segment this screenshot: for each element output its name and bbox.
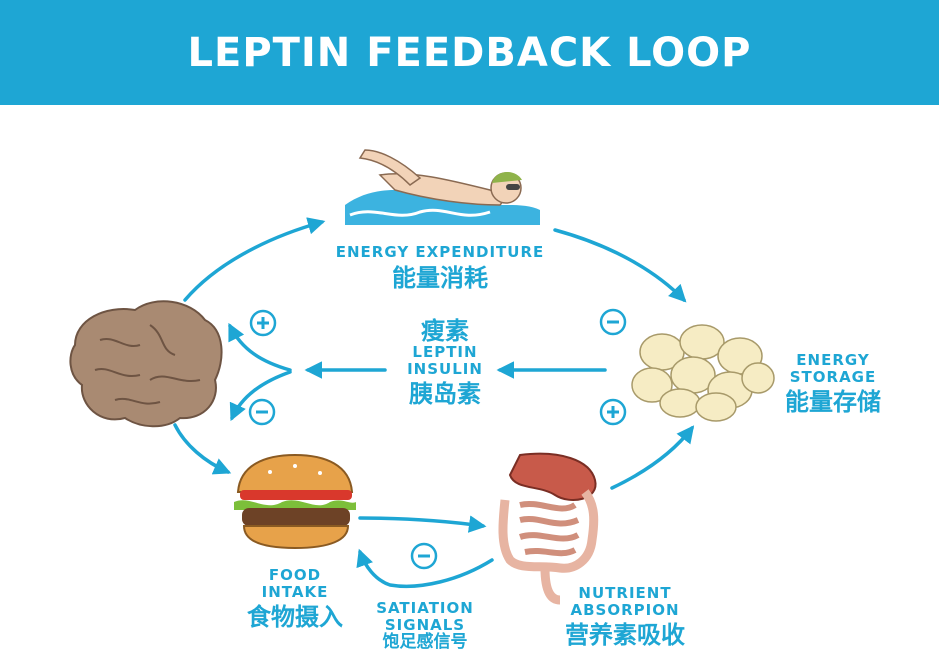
- fat-cells-icon: [631, 324, 775, 422]
- label-energy-expenditure-zh: 能量消耗: [392, 263, 488, 292]
- label-nutrient-absorption: NUTRIENT ABSORPION 营养素吸收: [540, 585, 710, 648]
- label-satiation-en-1: SATIATION: [376, 599, 474, 617]
- label-nutrient-absorption-en-2: ABSORPION: [570, 600, 680, 619]
- arrow-satiation-to-food: [356, 548, 494, 589]
- sign-plus-brain: [249, 309, 277, 337]
- arrow-absorption-to-storage: [610, 425, 695, 490]
- label-food-intake: FOOD INTAKE 食物摄入: [225, 567, 365, 630]
- arrow-brain-to-expenditure: [183, 217, 326, 302]
- sign-minus-satiation: [410, 542, 438, 570]
- label-food-intake-en-1: FOOD: [268, 566, 322, 584]
- label-center-zh-top: 瘦素: [421, 317, 469, 345]
- label-energy-expenditure: ENERGY EXPENDITURE 能量消耗: [310, 244, 570, 291]
- label-food-intake-en-2: INTAKE: [261, 582, 329, 601]
- label-energy-storage-en-2: STORAGE: [789, 367, 877, 386]
- sign-minus-storage: [599, 308, 627, 336]
- arrow-brain-to-food: [173, 423, 232, 475]
- label-satiation: SATIATION SIGNALS 饱足感信号: [360, 600, 490, 652]
- label-energy-expenditure-en: ENERGY EXPENDITURE: [335, 243, 545, 261]
- swimmer-icon: [345, 149, 540, 225]
- label-center-en-2: INSULIN: [407, 359, 483, 378]
- arrow-food-to-absorption: [358, 515, 487, 533]
- label-satiation-zh: 饱足感信号: [382, 632, 468, 652]
- page-title: LEPTIN FEEDBACK LOOP: [187, 29, 752, 76]
- arrow-expenditure-to-storage: [553, 228, 687, 303]
- label-nutrient-absorption-zh: 营养素吸收: [565, 621, 685, 649]
- digestive-system-icon: [498, 452, 599, 605]
- label-nutrient-absorption-en-1: NUTRIENT: [578, 584, 672, 602]
- sign-plus-storage: [599, 398, 627, 426]
- burger-icon: [234, 453, 356, 550]
- brain-icon: [69, 300, 223, 428]
- sign-minus-brain: [248, 398, 276, 426]
- label-energy-storage: ENERGY STORAGE 能量存储: [768, 352, 898, 415]
- label-center-en-1: LEPTIN: [412, 343, 478, 362]
- label-satiation-en-2: SIGNALS: [384, 615, 466, 634]
- label-energy-storage-en-1: ENERGY: [796, 351, 870, 369]
- arrow-plus-to-brain: [228, 322, 292, 372]
- label-center-zh-bottom: 胰岛素: [409, 380, 481, 409]
- title-banner: LEPTIN FEEDBACK LOOP: [0, 0, 939, 105]
- label-center: 瘦素 LEPTIN INSULIN 胰岛素: [380, 318, 510, 408]
- label-energy-storage-zh: 能量存储: [785, 388, 881, 416]
- label-food-intake-zh: 食物摄入: [247, 603, 343, 631]
- arrow-minus-to-brain: [229, 370, 292, 422]
